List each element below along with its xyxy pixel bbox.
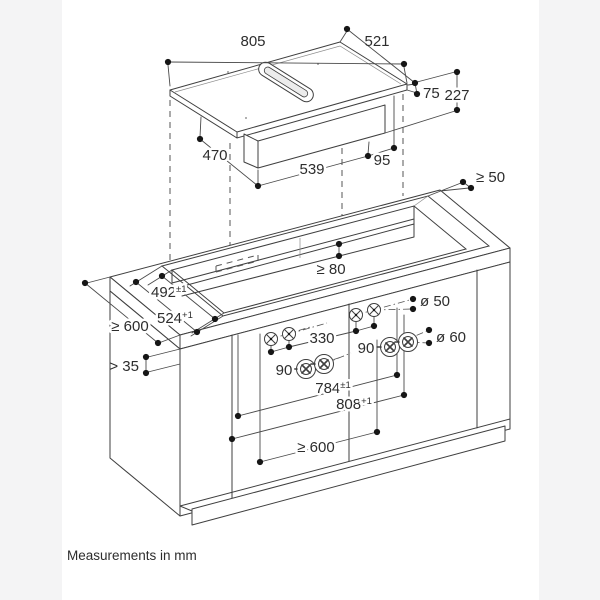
cutout-back-wall xyxy=(171,205,415,284)
dim-label-521: 521 xyxy=(364,33,389,50)
cabinet-drawing xyxy=(109,189,511,526)
dim-line-width-600 xyxy=(259,333,378,463)
dim-label-808-value: 808 xyxy=(336,396,361,413)
cabinet-door-edges xyxy=(179,269,511,507)
dim-label-95: 95 xyxy=(374,152,391,169)
dim-label-524-tolerance: +1 xyxy=(182,310,193,321)
dim-label-back-rail: ≥ 80 xyxy=(316,261,345,278)
dim-label-808-tolerance: +1 xyxy=(361,396,372,407)
plinth-step xyxy=(179,505,193,512)
dim-label-805: 805 xyxy=(240,33,265,50)
controls xyxy=(264,303,418,379)
dim-label-524-value: 524 xyxy=(157,310,182,327)
dim-label-depth-600: ≥ 600 xyxy=(111,318,148,335)
dim-line-227 xyxy=(384,71,458,134)
cooktop-glass-frame-line xyxy=(174,45,402,93)
dim-label-784-value: 784 xyxy=(315,380,340,397)
dim-line-808 xyxy=(231,314,405,440)
vent-slot-opening xyxy=(263,66,309,98)
dim-label-784-tolerance: ±1 xyxy=(340,380,351,391)
dimension-labels: 805 521 75 227 470 539 95 ≥ 50 ≥ 80 492±… xyxy=(67,33,505,563)
dim-label-drill-60: ø 60 xyxy=(436,329,466,346)
plinth xyxy=(191,425,506,526)
dim-label-492-value: 492 xyxy=(151,284,176,301)
dim-label-539: 539 xyxy=(299,161,324,178)
vent-slot xyxy=(258,61,314,103)
dim-label-back-clearance: ≥ 50 xyxy=(476,169,505,186)
dim-label-90-left: 90 xyxy=(276,362,293,379)
dim-line-470 xyxy=(199,116,259,187)
cooktop-glass-edge xyxy=(169,83,408,139)
dim-label-75: 75 xyxy=(423,85,440,102)
dim-label-492: 492±1 xyxy=(151,284,187,301)
dim-label-drill-50: ø 50 xyxy=(420,293,450,310)
dim-label-784: 784±1 xyxy=(315,380,351,397)
dim-line-521 xyxy=(339,28,416,84)
dim-line-539-95 xyxy=(257,95,395,187)
caption-measurements: Measurements in mm xyxy=(67,548,197,563)
dimension-dots xyxy=(81,25,475,466)
cutout-corner-seam xyxy=(413,195,429,207)
cutout-back-rail xyxy=(175,218,415,297)
cooktop-drawing xyxy=(169,41,408,169)
dim-label-524: 524+1 xyxy=(157,310,193,327)
dim-label-330: 330 xyxy=(309,330,334,347)
drill-hole-markers xyxy=(264,303,381,346)
dim-label-492-tolerance: ±1 xyxy=(176,284,187,295)
dimension-lines xyxy=(82,28,472,463)
dim-label-front-35: > 35 xyxy=(109,358,139,375)
dim-label-90-right: 90 xyxy=(358,340,375,357)
cabinet-front-face xyxy=(179,261,511,517)
dim-label-227: 227 xyxy=(444,87,469,104)
control-knobs xyxy=(292,332,418,379)
cutout-outer-recess xyxy=(160,195,491,317)
dim-label-width-600: ≥ 600 xyxy=(297,439,334,456)
worktop-cutout xyxy=(160,195,491,317)
dim-label-808: 808+1 xyxy=(336,396,372,413)
dim-label-470: 470 xyxy=(202,147,227,164)
cutout-inner-hole xyxy=(170,205,468,314)
